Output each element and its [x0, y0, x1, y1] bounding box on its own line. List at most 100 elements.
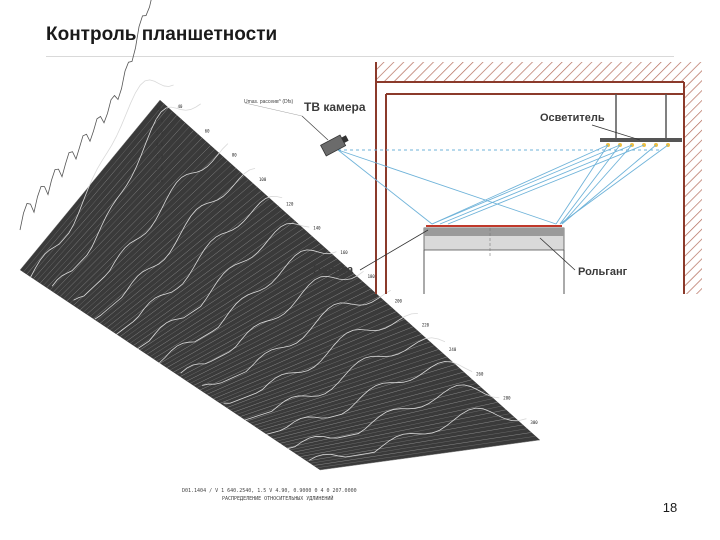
plot-caption-parameters: D01.1404 / V 1 640.2540, 1.5 V 4.90, 0.9…	[182, 488, 357, 494]
surface-ridge	[309, 407, 527, 461]
surface-ridge	[202, 289, 391, 386]
light-rays	[337, 144, 669, 225]
surface-grid-line	[136, 232, 308, 348]
surface-ridge-label: 140	[313, 226, 321, 231]
surface-grid-line	[109, 201, 275, 331]
surface-grid-line	[249, 360, 452, 424]
surface-grid-line	[273, 386, 481, 440]
surface-grid-line	[313, 432, 532, 466]
surface-grid-line	[233, 341, 431, 413]
surface-grid-line	[26, 107, 169, 275]
surface-base-plane	[20, 100, 540, 470]
surface-grid-line	[43, 126, 190, 286]
surface-grid-line	[193, 296, 380, 386]
surface-grid-line	[286, 401, 498, 449]
surface-grid-line	[86, 175, 245, 315]
surface-grid-line	[283, 398, 494, 446]
surface-axis-tick: 4.0	[156, 142, 164, 147]
camera-note-leader	[244, 102, 303, 117]
surface-grid-line	[103, 194, 266, 326]
surface-grid-line	[269, 383, 477, 437]
camera-label: ТВ камера	[304, 100, 366, 114]
surface-ridge-label: 40	[178, 104, 183, 109]
surface-grid-line	[96, 186, 258, 322]
surface-grid-line	[49, 133, 199, 291]
surface-grid-line	[266, 379, 473, 435]
surface-ridge	[287, 384, 500, 449]
surface-grid-line	[159, 258, 338, 364]
surface-grid-line	[236, 345, 435, 415]
surface-grid-line	[123, 216, 292, 340]
surface-axis-tick: 1.0	[156, 178, 164, 183]
surface-grid-line	[99, 190, 262, 324]
roller-shade	[424, 228, 564, 236]
surface-ridge-label: 120	[286, 201, 294, 206]
surface-ridge	[116, 196, 283, 335]
roller-table-label: Рольганг	[578, 266, 628, 278]
illuminator-bar	[600, 138, 682, 142]
surface-grid-line	[23, 103, 165, 273]
surface-grid-line	[189, 292, 376, 384]
plot-caption-title: РАСПРЕДЕЛЕНИЕ ОТНОСИТЕЛЬНЫХ УДЛИНЕНИЙ	[222, 496, 334, 502]
surface-back-profile	[19, 0, 152, 231]
surface-ridge	[159, 249, 337, 364]
surface-grid-line	[299, 417, 515, 457]
surface-grid-line	[83, 171, 241, 313]
surface-axis-tick: 3.0	[156, 154, 164, 159]
surface-axis-tick: 6.0	[156, 118, 164, 123]
surface-grid-line	[173, 273, 355, 373]
surface-grid-line	[196, 299, 384, 389]
surface-grid-line	[203, 307, 393, 393]
surface-grid-line	[186, 288, 372, 382]
surface-grid-line	[263, 375, 469, 433]
surface-grid-line	[46, 130, 194, 288]
surface-grid-line	[89, 179, 249, 317]
surface-grid-line	[276, 390, 486, 442]
surface-grid-line	[93, 182, 254, 320]
surface-ridge-label: 300	[530, 420, 538, 425]
surface-ridge-label: 220	[422, 323, 430, 328]
surface-ridge	[94, 167, 256, 320]
surface-grid-line	[119, 213, 287, 337]
surface-grid-line	[133, 228, 304, 346]
surface-grid-line	[53, 137, 203, 293]
surface-grid-line	[169, 269, 351, 371]
surface-grid-line	[229, 337, 427, 411]
label-leaders	[359, 124, 641, 271]
surface-ridge-label: 200	[395, 298, 403, 303]
surface-grid-line	[113, 205, 279, 333]
surface-ridge	[73, 143, 229, 301]
surface-grid-line	[293, 409, 507, 453]
surface-grid-line	[209, 315, 401, 397]
surface-grid-line	[246, 356, 448, 422]
surface-ridge-label: 160	[340, 250, 348, 255]
surface-ridge	[180, 271, 364, 374]
surface-ridge	[266, 361, 473, 435]
surface-ridge	[223, 312, 418, 404]
surface-grid-line	[303, 420, 519, 460]
ceiling-hatch	[376, 62, 702, 82]
surface-ridge-label: 280	[503, 396, 511, 401]
surface-grid-line	[243, 352, 443, 420]
tv-camera	[320, 134, 349, 157]
roller-supports	[423, 250, 565, 294]
page-number: 18	[662, 500, 678, 515]
surface-ridge	[137, 222, 310, 349]
surface-grid-line	[176, 277, 359, 375]
surface-grid-line	[153, 250, 330, 360]
surface-axis-tick: 10	[156, 106, 161, 111]
surface-grid-line	[66, 152, 220, 302]
surface-grid-line	[139, 235, 313, 351]
surface-grid-line	[319, 439, 541, 471]
surface-grid-line	[166, 266, 346, 368]
strip-label: Полоса	[313, 264, 354, 276]
surface-ridge-label: 80	[232, 153, 237, 158]
surface-grid-line	[146, 243, 321, 355]
surface-grid-line	[116, 209, 283, 335]
frame-lines	[375, 62, 685, 294]
surface-ridge	[51, 103, 201, 287]
surface-grid-line	[259, 371, 465, 431]
surface-grid-line	[316, 435, 536, 469]
surface-ridge-label: 180	[368, 274, 376, 279]
surface-grid-line	[306, 424, 524, 462]
